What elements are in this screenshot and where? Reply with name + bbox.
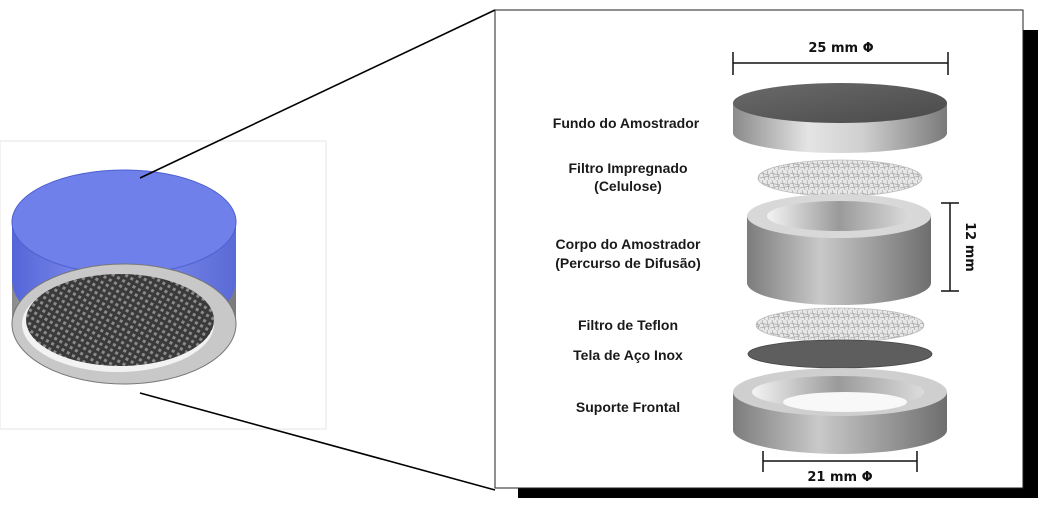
dimension-top-diameter: 25 mm Φ (732, 38, 949, 75)
label-teflon-filter: Filtro de Teflon (578, 317, 678, 333)
dimension-height: 12 mm (941, 202, 977, 292)
zoom-line-top (139, 9, 496, 179)
part-sampler-body (747, 194, 931, 305)
assembled-sampler (11, 169, 237, 385)
height-label: 12 mm (962, 222, 977, 272)
part-top-cap (733, 83, 947, 153)
label-steel-mesh: Tela de Aço Inox (573, 347, 683, 363)
part-labels: Fundo do Amostrador Filtro Impregnado (C… (553, 115, 701, 415)
part-steel-mesh (747, 339, 933, 369)
part-teflon-filter (755, 307, 925, 343)
bottom-diameter-label: 21 mm Φ (807, 470, 872, 485)
part-front-support (733, 368, 947, 454)
label-impregnated-filter-line2: (Celulose) (594, 178, 662, 194)
label-impregnated-filter-line1: Filtro Impregnado (569, 160, 688, 176)
label-front-support: Suporte Frontal (576, 399, 680, 415)
part-impregnated-filter (757, 159, 923, 197)
label-body-line1: Corpo do Amostrador (556, 236, 701, 252)
zoom-line-bottom (139, 392, 496, 491)
dimension-bottom-diameter: 21 mm Φ (762, 451, 918, 485)
top-diameter-label: 25 mm Φ (808, 41, 873, 56)
label-body-line2: (Percurso de Difusão) (555, 255, 700, 271)
label-top-cap: Fundo do Amostrador (553, 115, 700, 131)
